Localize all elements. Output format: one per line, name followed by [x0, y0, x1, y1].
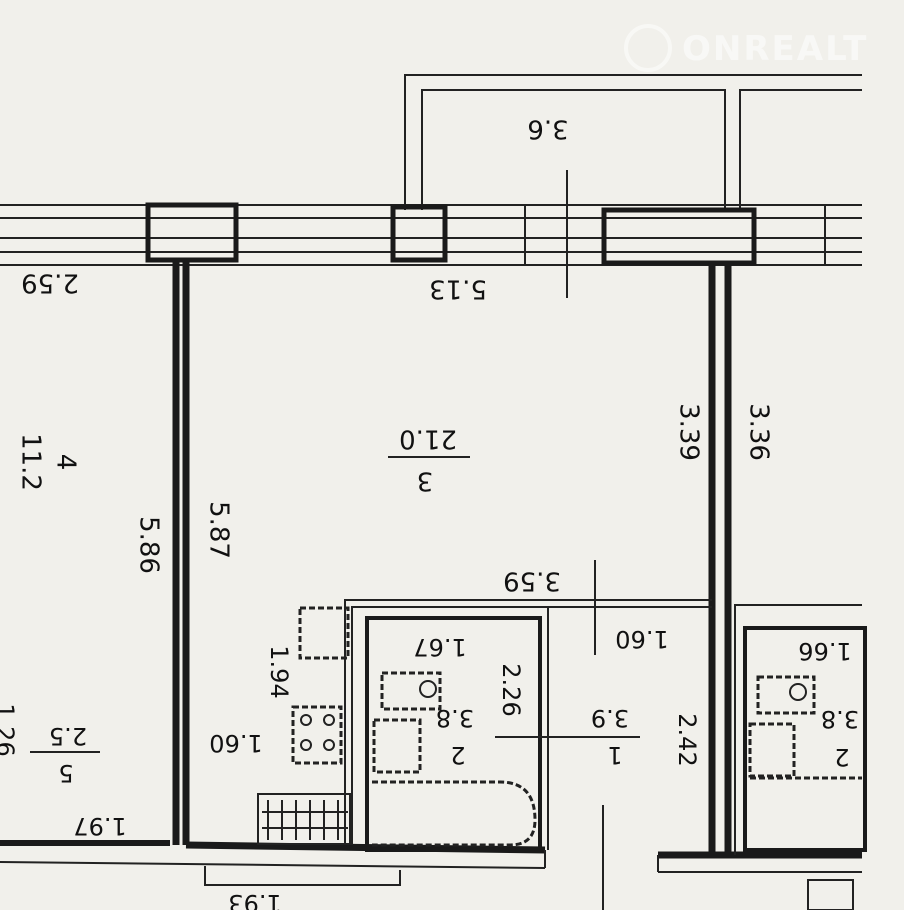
- bathtub-icon: [372, 780, 537, 847]
- dim-room3-left: 5.87: [204, 501, 234, 559]
- dim-right-room: 3.36: [744, 403, 774, 461]
- dim-room4-top: 2.59: [21, 268, 79, 298]
- dim-left-cut: 1.26: [0, 703, 19, 756]
- dim-bottom-cut: 1.93: [228, 889, 281, 910]
- balcony: [404, 74, 862, 210]
- balcony-area: 3.6: [527, 114, 568, 144]
- hall-area: 3.9: [591, 704, 629, 732]
- dim-bath-depth: 2.26: [497, 663, 525, 716]
- washbasin-icon: [372, 718, 422, 774]
- dim-kitchen-width: 1.60: [209, 729, 262, 757]
- exterior-wall-top: [0, 170, 862, 298]
- walls: [0, 258, 867, 910]
- stove-icon: [291, 705, 343, 765]
- dim-hall-depth: 2.42: [673, 713, 701, 766]
- hall-number: 1: [607, 741, 622, 769]
- washbasin-icon: [748, 722, 796, 778]
- labels: 3.6 5.13 2.59 3.39 3.36 21.0 3 11.2 4 5.…: [0, 114, 859, 910]
- room5-area: 2.5: [49, 722, 87, 750]
- watermark-text: ONREALT: [682, 29, 868, 69]
- room3-number: 3: [417, 466, 434, 496]
- fixtures: [257, 606, 862, 910]
- dim-hall-width: 1.60: [615, 625, 668, 653]
- dim-room4-side: 5.86: [134, 516, 164, 574]
- dim-room3-bottom: 3.59: [503, 566, 561, 596]
- right-bath-area: 3.8: [821, 705, 859, 733]
- dim-right-bath-width: 1.66: [798, 637, 851, 665]
- bath-area: 3.8: [436, 704, 474, 732]
- room3-area: 21.0: [399, 424, 457, 454]
- bath-number: 2: [450, 741, 465, 769]
- dim-room3-top: 5.13: [429, 274, 487, 304]
- dim-kitchen-depth: 1.94: [265, 645, 293, 698]
- room4-area: 11.2: [16, 433, 46, 491]
- room5-number: 5: [58, 759, 73, 787]
- room4-number: 4: [51, 454, 81, 471]
- dim-bath-width: 1.67: [413, 633, 466, 661]
- right-bath-number: 2: [834, 743, 849, 771]
- toilet-icon: [756, 675, 816, 715]
- radiator-icon: [807, 879, 854, 910]
- radiator-icon: [257, 793, 351, 845]
- watermark-logo: ONREALT: [624, 24, 868, 72]
- sink-icon: [298, 606, 350, 660]
- toilet-icon: [380, 671, 442, 711]
- dim-room5-width: 1.97: [73, 812, 126, 840]
- dim-room3-right: 3.39: [674, 403, 704, 461]
